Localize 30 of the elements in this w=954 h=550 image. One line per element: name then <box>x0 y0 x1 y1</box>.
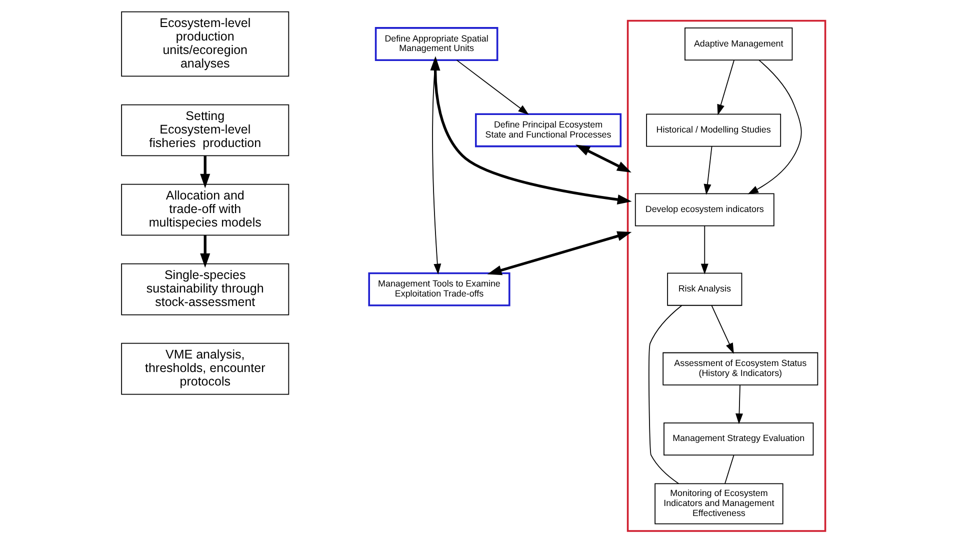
arrow <box>735 384 743 424</box>
arrow <box>711 305 734 354</box>
node-box: Adaptive Management <box>684 27 793 61</box>
node-box: Management Strategy Evaluation <box>664 422 814 456</box>
node-box: Define Appropriate Spatial Management Units <box>374 27 498 61</box>
arrow <box>700 226 708 274</box>
node-box: Management Tools to Examine Exploitation Trade-offs <box>368 272 510 306</box>
arrow <box>200 156 210 188</box>
node-box: Allocation and trade-off with multispecies models <box>121 184 290 236</box>
cluster <box>626 20 826 532</box>
arrow <box>487 231 632 276</box>
arrow <box>200 235 210 268</box>
node-box: Ecosystem-level production units/ecoregion analyses <box>121 11 290 77</box>
node-box: Risk Analysis <box>667 272 742 306</box>
node-box: VME analysis, thresholds, encounter protocols <box>121 342 290 395</box>
connector <box>724 454 734 484</box>
arrow <box>748 60 802 194</box>
node-box: Historical / Modelling Studies <box>646 114 782 147</box>
arrow <box>576 144 632 172</box>
node-box: Single-species sustainability through stock-assessment <box>121 263 290 316</box>
node-box: Define Principal Ecosystem State and Functional Processes <box>475 113 622 148</box>
arrow <box>717 60 734 116</box>
arrow <box>430 56 632 204</box>
node-box: Assessment of Ecosystem Status (History & Indicators) <box>662 352 818 386</box>
connector <box>648 305 682 484</box>
arrow <box>704 146 712 195</box>
node-box: Monitoring of Ecosystem Indicators and Management Effectiveness <box>654 483 784 524</box>
node-box: Setting Ecosystem-level fisheries production <box>121 104 290 156</box>
arrow <box>456 60 529 115</box>
node-box: Develop ecosystem indicators <box>634 193 774 226</box>
